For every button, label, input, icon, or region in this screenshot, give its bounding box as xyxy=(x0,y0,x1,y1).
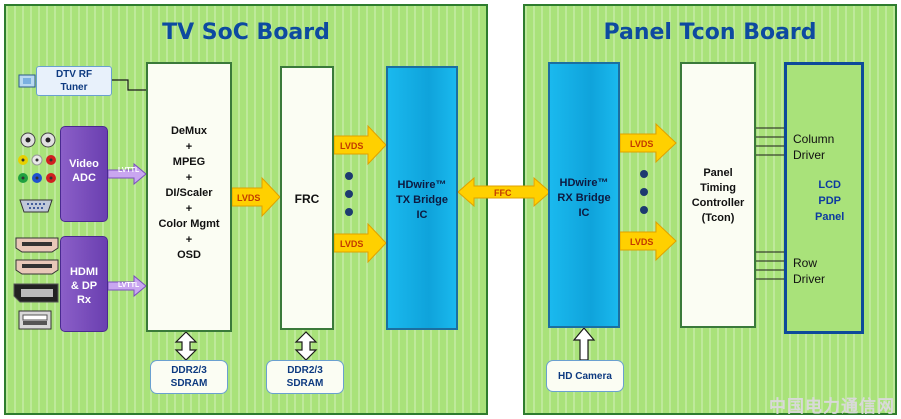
hdmi-rx-line-3: Rx xyxy=(76,294,92,306)
row-driver-line-1: Row xyxy=(793,256,818,270)
audio-jack-icon xyxy=(18,130,58,155)
displayport-icon xyxy=(12,282,60,309)
lvttl-arrow-hdmi xyxy=(107,274,147,298)
panel-type-panel: Panel xyxy=(815,211,845,223)
rx-bridge-line-1: HDwire™ xyxy=(559,177,609,189)
tx-bridge-line-1: HDwire™ xyxy=(397,179,447,191)
panel-type-pdp: PDP xyxy=(818,195,841,207)
lvttl-label-hdmi: LVTTL xyxy=(118,282,140,289)
ddr-sdram-2: DDR2/3 SDRAM xyxy=(266,360,344,394)
hd-camera-label: HD Camera xyxy=(558,370,612,382)
lvds-arrow-rx-tcon-top xyxy=(619,122,677,164)
lvttl-label-adc: LVTTL xyxy=(118,167,140,174)
hdmi-rx-line-1: HDMI xyxy=(69,266,99,278)
soc-line-7: Color Mgmt xyxy=(158,218,220,230)
tx-bridge-line-2: TX Bridge xyxy=(396,194,448,206)
lvds-dot-left-1 xyxy=(345,172,353,180)
panel-type-lcd: LCD xyxy=(818,179,841,191)
soc-line-8: + xyxy=(185,233,193,246)
video-adc-line-2: ADC xyxy=(72,172,96,184)
soc-line-1: DeMux xyxy=(170,125,208,137)
lvttl-arrow-adc xyxy=(107,162,147,186)
lvds-dot-left-3 xyxy=(345,208,353,216)
lvds-dot-right-3 xyxy=(640,206,648,214)
site-watermark: 中国电力通信网 xyxy=(769,397,895,417)
lvds-dot-right-1 xyxy=(640,170,648,178)
tcon-line-4: (Tcon) xyxy=(701,212,735,224)
tcon-block: Panel Timing Controller (Tcon) xyxy=(680,62,756,328)
camera-arrow xyxy=(572,327,596,361)
tcon-line-2: Timing xyxy=(700,182,736,194)
video-adc-block: Video ADC xyxy=(60,126,108,222)
lvds-label-frc-tx-top: LVDS xyxy=(340,141,363,151)
usb-port-icon xyxy=(18,310,52,335)
lvds-dot-left-2 xyxy=(345,190,353,198)
lvds-label-soc-frc: LVDS xyxy=(237,193,260,203)
display-panel-block: Column Driver LCD PDP Panel Row Driver xyxy=(784,62,864,334)
ddr-arrow-2 xyxy=(294,331,318,361)
video-adc-line-1: Video xyxy=(69,158,99,170)
tcon-line-1: Panel xyxy=(703,167,733,179)
lvds-dot-right-2 xyxy=(640,188,648,196)
rx-bridge-line-2: RX Bridge xyxy=(557,192,611,204)
tx-bridge-block: HDwire™ TX Bridge IC xyxy=(386,66,458,330)
tcon-line-3: Controller xyxy=(691,197,745,209)
column-driver-line-1: Column xyxy=(793,132,835,146)
ddr-sdram-1: DDR2/3 SDRAM xyxy=(150,360,228,394)
ffc-label: FFC xyxy=(494,188,512,198)
dtv-rf-tuner: DTV RF Tuner xyxy=(36,66,112,96)
row-driver-line-2: Driver xyxy=(793,272,825,286)
soc-line-2: + xyxy=(185,140,193,153)
lvds-arrow-rx-tcon-bottom xyxy=(619,220,677,262)
hdmi-dp-rx-block: HDMI & DP Rx xyxy=(60,236,108,332)
lvds-label-frc-tx-bottom: LVDS xyxy=(340,239,363,249)
frc-label: FRC xyxy=(294,192,320,206)
column-driver-label: Column Driver xyxy=(793,131,834,163)
soc-line-5: DI/Scaler xyxy=(165,187,213,199)
hdmi-rx-line-2: & DP xyxy=(70,280,98,292)
vga-port-icon xyxy=(18,198,54,219)
lvds-arrow-frc-tx-bottom xyxy=(333,222,387,264)
hd-camera-block: HD Camera xyxy=(546,360,624,392)
tx-bridge-line-3: IC xyxy=(416,209,428,221)
tuner-link xyxy=(112,79,146,91)
row-driver-label: Row Driver xyxy=(793,255,825,287)
soc-board-title: TV SoC Board xyxy=(162,20,330,45)
ddr1-line-2: SDRAM xyxy=(170,378,208,389)
soc-line-6: + xyxy=(185,202,193,215)
ddr-arrow-1 xyxy=(174,331,198,361)
lvds-arrow-soc-frc xyxy=(231,176,281,218)
rx-bridge-line-3: IC xyxy=(578,207,590,219)
ddr1-line-1: DDR2/3 xyxy=(171,365,207,376)
lvds-label-rx-tcon-top: LVDS xyxy=(630,139,653,149)
ddr2-line-2: SDRAM xyxy=(286,378,324,389)
soc-line-3: MPEG xyxy=(172,156,206,168)
rca-jacks-icon xyxy=(16,152,60,195)
soc-processing-block: DeMux + MPEG + DI/Scaler + Color Mgmt + … xyxy=(146,62,232,332)
lvds-label-rx-tcon-bottom: LVDS xyxy=(630,237,653,247)
ddr2-line-1: DDR2/3 xyxy=(287,365,323,376)
tcon-board-title: Panel Tcon Board xyxy=(603,20,817,45)
lvds-arrow-frc-tx-top xyxy=(333,124,387,166)
rf-tuner-icon xyxy=(18,72,36,90)
dtv-tuner-line-1: DTV RF xyxy=(55,69,93,80)
hdmi-port-2-icon xyxy=(14,258,60,281)
panel-type-label: LCD PDP Panel xyxy=(815,177,844,225)
frc-block: FRC xyxy=(280,66,334,330)
soc-line-9: OSD xyxy=(177,249,201,261)
soc-line-4: + xyxy=(185,171,193,184)
hdmi-port-icon xyxy=(14,236,60,259)
dtv-tuner-line-2: Tuner xyxy=(60,82,88,93)
column-driver-line-2: Driver xyxy=(793,148,825,162)
rx-bridge-block: HDwire™ RX Bridge IC xyxy=(548,62,620,328)
